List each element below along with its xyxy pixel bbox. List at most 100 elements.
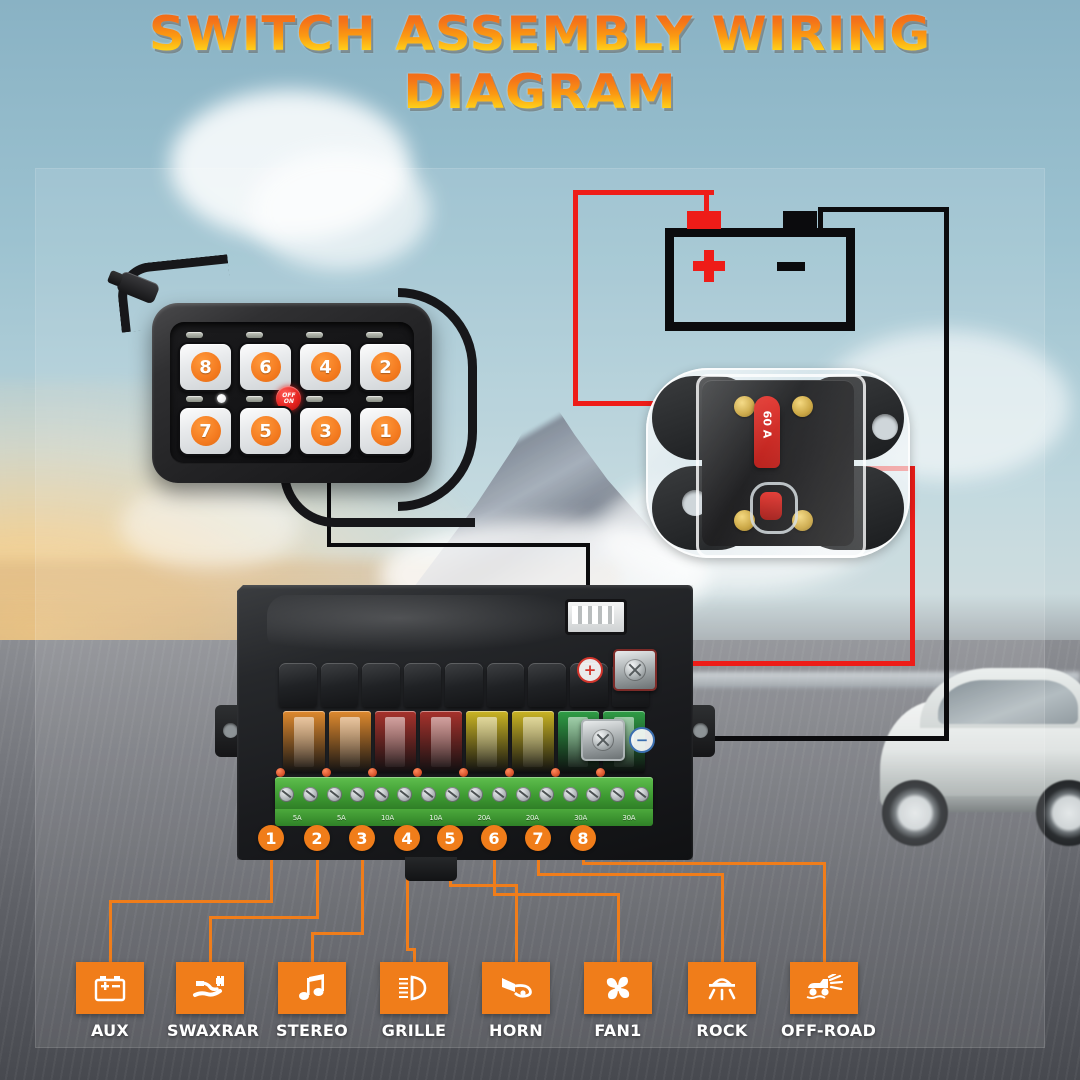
fuse-indicator-led (413, 768, 423, 777)
terminal-screw[interactable] (515, 786, 531, 802)
switch-panel[interactable]: 8 6 4 2 OFF ON (152, 303, 432, 483)
legend-label: HORN (489, 1021, 543, 1040)
callout-lead-drop-8 (822, 862, 826, 962)
callout-lead-drop-7 (720, 873, 724, 962)
callout-badge-8: 8 (570, 825, 596, 851)
terminal-amp-label-6: 20A (525, 813, 539, 822)
light-beam-icon (380, 962, 448, 1014)
legend-item-aux[interactable]: AUX (67, 962, 153, 1040)
wire-to-box-negative (613, 736, 949, 741)
callout-lead-vertical-2 (315, 849, 319, 916)
switch-button-1[interactable]: 1 (358, 406, 413, 456)
terminal-amp-label-4: 10A (429, 813, 443, 822)
terminal-screw[interactable] (373, 786, 389, 802)
breaker-reset-button[interactable] (760, 492, 782, 520)
battery-icon (76, 962, 144, 1014)
terminal-screw[interactable] (421, 786, 437, 802)
control-box-foot (405, 857, 457, 881)
breaker-terminal-screw (792, 396, 813, 417)
callout-lead-vertical-3 (360, 849, 364, 932)
relay (486, 663, 525, 707)
breaker-reset-ring (750, 482, 798, 534)
fuse-4 (413, 711, 462, 777)
breaker-clear-cover (696, 374, 866, 558)
terminal-screw[interactable] (397, 786, 413, 802)
switch-button-label: 7 (190, 416, 221, 446)
terminal-screw[interactable] (539, 786, 555, 802)
wire-battery-negative-vertical (944, 207, 949, 740)
legend-label: SWAXRAR (167, 1021, 260, 1040)
terminal-screw[interactable] (350, 786, 366, 802)
fuse-6 (504, 711, 554, 777)
terminal-screw[interactable] (633, 786, 649, 802)
legend-label: ROCK (696, 1021, 748, 1040)
legend-item-off-road[interactable]: OFF-ROAD (781, 962, 876, 1040)
switch-led (366, 332, 383, 338)
callout-badge-3: 3 (349, 825, 375, 851)
terminal-screw[interactable] (491, 786, 507, 802)
callout-lead-horizontal-1 (108, 900, 273, 903)
callout-lead-horizontal-8 (581, 862, 826, 865)
legend-item-horn[interactable]: HORN (473, 962, 559, 1040)
switch-indicator-dot (217, 394, 226, 403)
switch-button-label: 3 (310, 416, 341, 446)
terminal-screw[interactable] (468, 786, 484, 802)
callout-badge-7: 7 (525, 825, 551, 851)
control-box-signal-connector[interactable] (565, 599, 627, 635)
wire-to-box-positive (648, 661, 915, 666)
power-button-on-label: ON (282, 397, 295, 405)
legend-item-fan1[interactable]: FAN1 (575, 962, 661, 1040)
callout-lead-drop-3 (310, 932, 314, 962)
switch-button-5[interactable]: 5 (238, 406, 293, 456)
switch-button-6[interactable]: 6 (238, 342, 293, 392)
fuse-indicator-led (596, 768, 606, 777)
callout-badge-1: 1 (258, 825, 284, 851)
legend-label: GRILLE (381, 1021, 447, 1040)
terminal-amp-label-2: 5A (336, 813, 346, 822)
switch-led (186, 332, 203, 338)
offroad-truck-icon (790, 962, 858, 1014)
terminal-screw[interactable] (302, 786, 318, 802)
fuse-indicator-led (504, 768, 514, 777)
terminal-screw[interactable] (279, 786, 295, 802)
wire-battery-negative-stub (818, 207, 823, 231)
control-box-positive-terminal[interactable] (613, 649, 657, 691)
legend-item-rock[interactable]: ROCK (679, 962, 765, 1040)
legend-item-stereo[interactable]: STEREO (269, 962, 355, 1040)
callout-lead-horizontal-4 (405, 948, 416, 951)
terminal-screw[interactable] (326, 786, 342, 802)
horn-icon (482, 962, 550, 1014)
switch-led (246, 396, 263, 402)
terminal-screw[interactable] (586, 786, 602, 802)
switch-button-8[interactable]: 8 (178, 342, 233, 392)
switch-button-3[interactable]: 3 (298, 406, 353, 456)
legend-item-swaxrar[interactable]: SWAXRAR (167, 962, 260, 1040)
legend-item-grille[interactable]: GRILLE (371, 962, 457, 1040)
switch-button-4[interactable]: 4 (298, 342, 353, 392)
switch-button-label: 6 (250, 352, 281, 382)
terminal-screw[interactable] (562, 786, 578, 802)
battery (665, 211, 855, 331)
callout-lead-horizontal-6 (492, 893, 620, 896)
callout-badge-6: 6 (481, 825, 507, 851)
callout-lead-horizontal-7 (536, 873, 724, 876)
callout-lead-drop-1 (108, 900, 112, 962)
relay (528, 663, 566, 707)
switch-button-2[interactable]: 2 (358, 342, 413, 392)
terminal-amp-label-1: 5A (292, 813, 302, 822)
terminal-screw[interactable] (444, 786, 460, 802)
control-box-negative-terminal[interactable] (581, 719, 625, 761)
callout-lead-drop-4 (412, 948, 416, 962)
terminal-screw[interactable] (610, 786, 626, 802)
switch-button-7[interactable]: 7 (178, 406, 233, 456)
fuse-1 (276, 711, 325, 777)
negative-polarity-marker: − (629, 727, 655, 753)
positive-polarity-marker: + (577, 657, 603, 683)
breaker-lever[interactable]: 60 A (754, 396, 780, 468)
legend-label: STEREO (275, 1021, 349, 1040)
breaker-mount-hole (872, 414, 898, 440)
battery-negative-terminal (783, 211, 817, 229)
battery-positive-terminal (687, 211, 721, 229)
background-cloud (120, 480, 300, 570)
switch-button-label: 2 (370, 352, 401, 382)
